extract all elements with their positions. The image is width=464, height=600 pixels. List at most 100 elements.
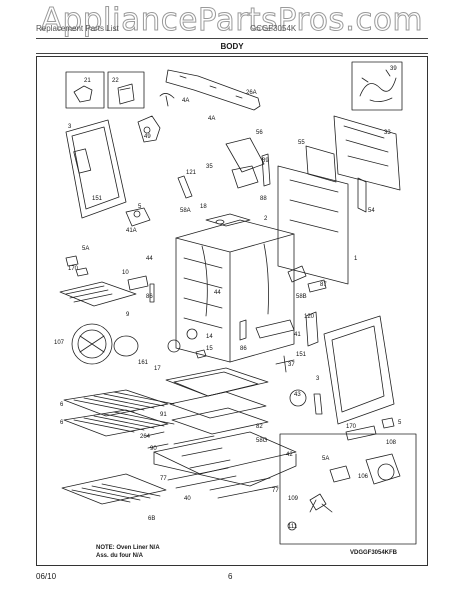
fan-107-inner [77,329,107,359]
callout-44: 44 [214,290,221,296]
callout-77-left: 77 [160,476,167,482]
oven-rack-upper [63,389,169,417]
bracket-86-left [149,283,155,303]
callout-37: 37 [288,362,295,368]
callout-26A: 26A [246,90,257,96]
callout-43: 43 [294,392,301,398]
bracket-58B [287,265,307,283]
cover-55 [305,145,337,183]
burner-box-18 [205,213,251,227]
watermark: AppliancePartsPros.com [40,2,424,39]
callout-18: 18 [200,204,207,210]
callout-58B: 58B [296,294,307,300]
side-panel-left-inner [71,126,120,210]
callout-161: 161 [138,360,149,366]
callout-41A: 41A [126,228,137,234]
bracket-106 [329,465,351,483]
callout-2: 2 [264,216,268,222]
callout-1: 1 [354,256,358,262]
callout-44-left: 44 [146,256,153,262]
strip-41 [255,319,295,339]
callout-6-lower: 6 [60,420,64,426]
clip-5A [65,255,79,267]
fan-blade-109 [309,493,333,513]
part-box-39 [351,61,403,111]
callout-15: 15 [206,346,213,352]
header-left: Replacement Parts List [36,24,119,33]
side-panel-left [65,119,127,219]
frame-ribs [289,179,339,233]
diagram-frame [36,56,428,566]
section-title: BODY [220,42,244,51]
part-43 [289,389,307,407]
oven-rack-lower [63,409,169,437]
callout-264: 264 [140,434,151,440]
motor-hub [377,463,395,481]
panel-cutout [73,148,92,174]
bracket-22 [117,83,135,105]
callout-58A: 58A [180,208,191,214]
callout-86: 86 [240,346,247,352]
wire-4A [159,93,175,107]
bracket-87 [307,279,327,293]
callout-56: 56 [256,130,263,136]
bracket-49 [137,115,161,143]
callout-35: 35 [206,164,213,170]
tray-82 [171,407,269,435]
callout-5: 5 [138,204,142,210]
callout-91: 91 [160,412,167,418]
wire-harness-39 [359,69,397,102]
nut-111 [287,521,297,531]
broiler-wires [71,483,161,503]
clip-15 [195,349,207,359]
light-17 [167,339,181,353]
bracket-86-center [239,319,247,341]
broiler-pan [61,473,167,505]
ring-161 [113,335,139,357]
callout-54: 54 [368,208,375,214]
fan-grill [79,335,105,353]
callout-21: 21 [84,78,91,84]
bracket-56 [225,137,265,173]
rack-wires-lower [73,411,175,433]
header-model: GCGF3054K [250,24,297,33]
header-rule [36,38,428,39]
bracket-35-89 [231,153,271,189]
slide-77-right [209,477,279,499]
tray-91 [169,391,267,419]
callout-4A: 4A [208,116,215,122]
callout-107: 107 [54,340,65,346]
callout-3-left: 3 [68,124,72,130]
rail-26A [165,69,261,111]
cabinet-body [175,219,295,363]
callout-5A: 5A [82,246,89,252]
bracket-264-90 [145,431,169,449]
bracket-10 [127,275,149,291]
callout-87: 87 [320,282,327,288]
callout-88: 88 [260,196,267,202]
cabinet-edges [175,233,295,363]
callout-151-left: 151 [92,196,103,202]
rear-panel-33 [333,115,401,191]
callout-77-right: 77 [272,488,279,494]
oven-rack-guides [183,257,223,329]
callout-151-right: 151 [296,352,307,358]
callout-120: 120 [304,314,315,320]
note-line-1: NOTE: Oven Liner N/A [96,545,160,551]
screw-43 [313,393,323,415]
callout-121: 121 [186,170,197,176]
callout-90: 90 [150,446,157,452]
callout-4A-top: 4A [182,98,189,104]
bracket-120 [305,311,319,347]
diagram-code: VDGGF3054KFB [350,550,398,556]
clip-170 [75,267,89,277]
part-box-22 [107,71,145,109]
callout-22: 22 [112,78,119,84]
door-window [331,325,385,413]
frame-right-1 [277,165,349,285]
part-box-21 [65,71,105,109]
callout-170-left: 170 [68,266,79,272]
callout-109: 109 [288,496,299,502]
storage-drawer [153,431,297,475]
